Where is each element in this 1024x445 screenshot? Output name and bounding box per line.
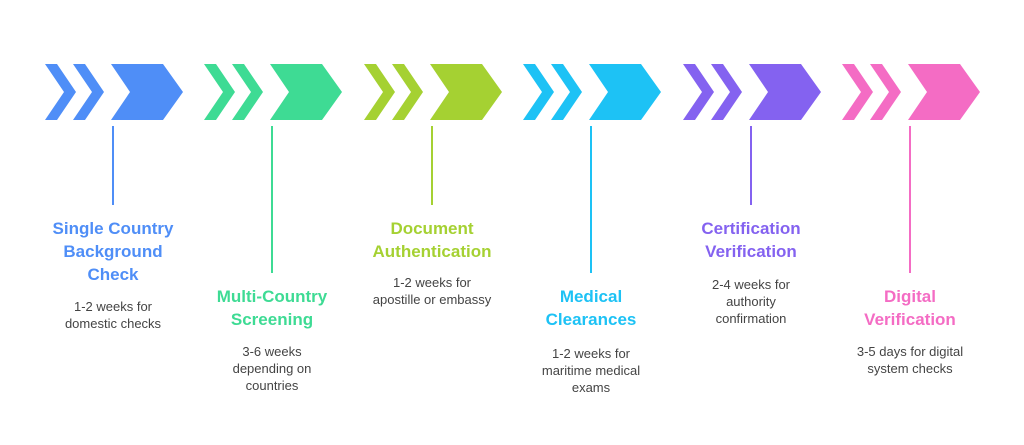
chevron-shape <box>45 64 76 120</box>
step-description-line: confirmation <box>715 311 787 326</box>
step-description-line: 1-2 weeks for <box>73 299 153 314</box>
chevron-shape <box>73 64 104 120</box>
chevron-shape <box>232 64 263 120</box>
chevron-arrows-icon <box>683 64 821 120</box>
step-title-line: Multi-Country <box>216 287 328 306</box>
connector-line <box>909 126 911 273</box>
step-title-line: Certification <box>701 219 801 238</box>
step-description: 3-6 weeks depending on countries <box>159 343 385 394</box>
step-title-line: Single Country <box>52 219 174 238</box>
step-title-line: Digital <box>884 287 936 306</box>
connector-line <box>271 126 273 273</box>
chevron-shape <box>870 64 901 120</box>
step-description-line: 1-2 weeks for <box>551 346 631 361</box>
chevron-shape <box>270 64 342 120</box>
chevron-shape <box>523 64 554 120</box>
step-description-line: 3-6 weeks <box>242 344 302 359</box>
step-description-line: 3-5 days for digital <box>856 344 964 359</box>
step-description-line: exams <box>571 380 611 395</box>
step-description-line: maritime medical <box>541 363 641 378</box>
chevron-arrows-icon <box>842 64 980 120</box>
step-title-line: Verification <box>705 242 797 261</box>
connector-line <box>750 126 752 205</box>
step-description: 1-2 weeks for maritime medical exams <box>478 345 704 396</box>
step-description-line: depending on <box>232 361 312 376</box>
step-description-line: 2-4 weeks for <box>711 277 791 292</box>
chevron-shape <box>908 64 980 120</box>
chevron-shape <box>430 64 502 120</box>
chevron-arrows-icon <box>45 64 183 120</box>
step-description-line: authority <box>726 294 776 309</box>
step-description: 1-2 weeks for apostille or embassy <box>319 274 545 308</box>
connector-line <box>590 126 592 273</box>
chevron-shape <box>364 64 395 120</box>
step-title-line: Medical <box>559 287 623 306</box>
chevron-shape <box>589 64 661 120</box>
chevron-shape <box>111 64 183 120</box>
step-description-line: 1-2 weeks for <box>392 275 472 290</box>
chevron-shape <box>749 64 821 120</box>
chevron-shape <box>392 64 423 120</box>
step-title-line: Screening <box>230 310 314 329</box>
step-description-line: apostille or embassy <box>372 292 492 307</box>
chevron-arrows-icon <box>523 64 661 120</box>
chevron-shape <box>204 64 235 120</box>
step-title-line: Background <box>63 242 163 261</box>
step-description: 2-4 weeks for authority confirmation <box>638 276 864 327</box>
step-description: 3-5 days for digital system checks <box>797 343 1023 377</box>
step-description-line: countries <box>245 378 299 393</box>
step-title-line: Check <box>87 265 139 284</box>
chevron-shape <box>842 64 873 120</box>
chevron-shape <box>683 64 714 120</box>
connector-line <box>112 126 114 205</box>
chevron-arrows-icon <box>364 64 502 120</box>
step-title-line: Clearances <box>545 310 637 329</box>
chevron-shape <box>711 64 742 120</box>
step-description: 1-2 weeks for domestic checks <box>0 298 226 332</box>
connector-line <box>431 126 433 205</box>
step-description-line: system checks <box>867 361 953 376</box>
step-description-line: domestic checks <box>64 316 162 331</box>
step-title-line: Verification <box>864 310 956 329</box>
step-title-line: Authentication <box>372 242 492 261</box>
chevron-shape <box>551 64 582 120</box>
step-title-line: Document <box>390 219 474 238</box>
chevron-arrows-icon <box>204 64 342 120</box>
